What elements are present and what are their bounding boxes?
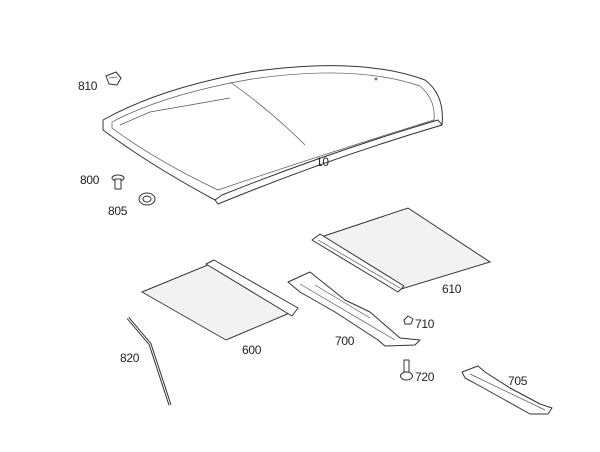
label-710: 710	[415, 317, 435, 331]
part-720-screw[interactable]	[400, 359, 413, 381]
part-810-clip[interactable]	[105, 71, 122, 86]
label-820: 820	[120, 351, 140, 365]
label-810: 810	[78, 79, 98, 93]
part-800-screw[interactable]	[111, 174, 125, 190]
part-600-sunshade[interactable]	[140, 259, 299, 341]
part-610-sunshade[interactable]	[311, 207, 492, 293]
label-10: 10	[316, 155, 329, 169]
label-610: 610	[442, 282, 462, 296]
part-820-rod[interactable]	[126, 317, 172, 406]
label-705: 705	[508, 374, 528, 388]
part-700-guide-bracket[interactable]	[287, 271, 421, 347]
part-10-roof-panel[interactable]	[102, 65, 443, 205]
label-600: 600	[242, 343, 262, 357]
label-700: 700	[335, 334, 355, 348]
label-800: 800	[80, 173, 100, 187]
part-705-guide-bracket[interactable]	[461, 365, 553, 415]
part-710-nut[interactable]	[403, 315, 414, 325]
part-805-grommet[interactable]	[138, 192, 156, 206]
label-720: 720	[415, 370, 435, 384]
label-805: 805	[108, 204, 128, 218]
